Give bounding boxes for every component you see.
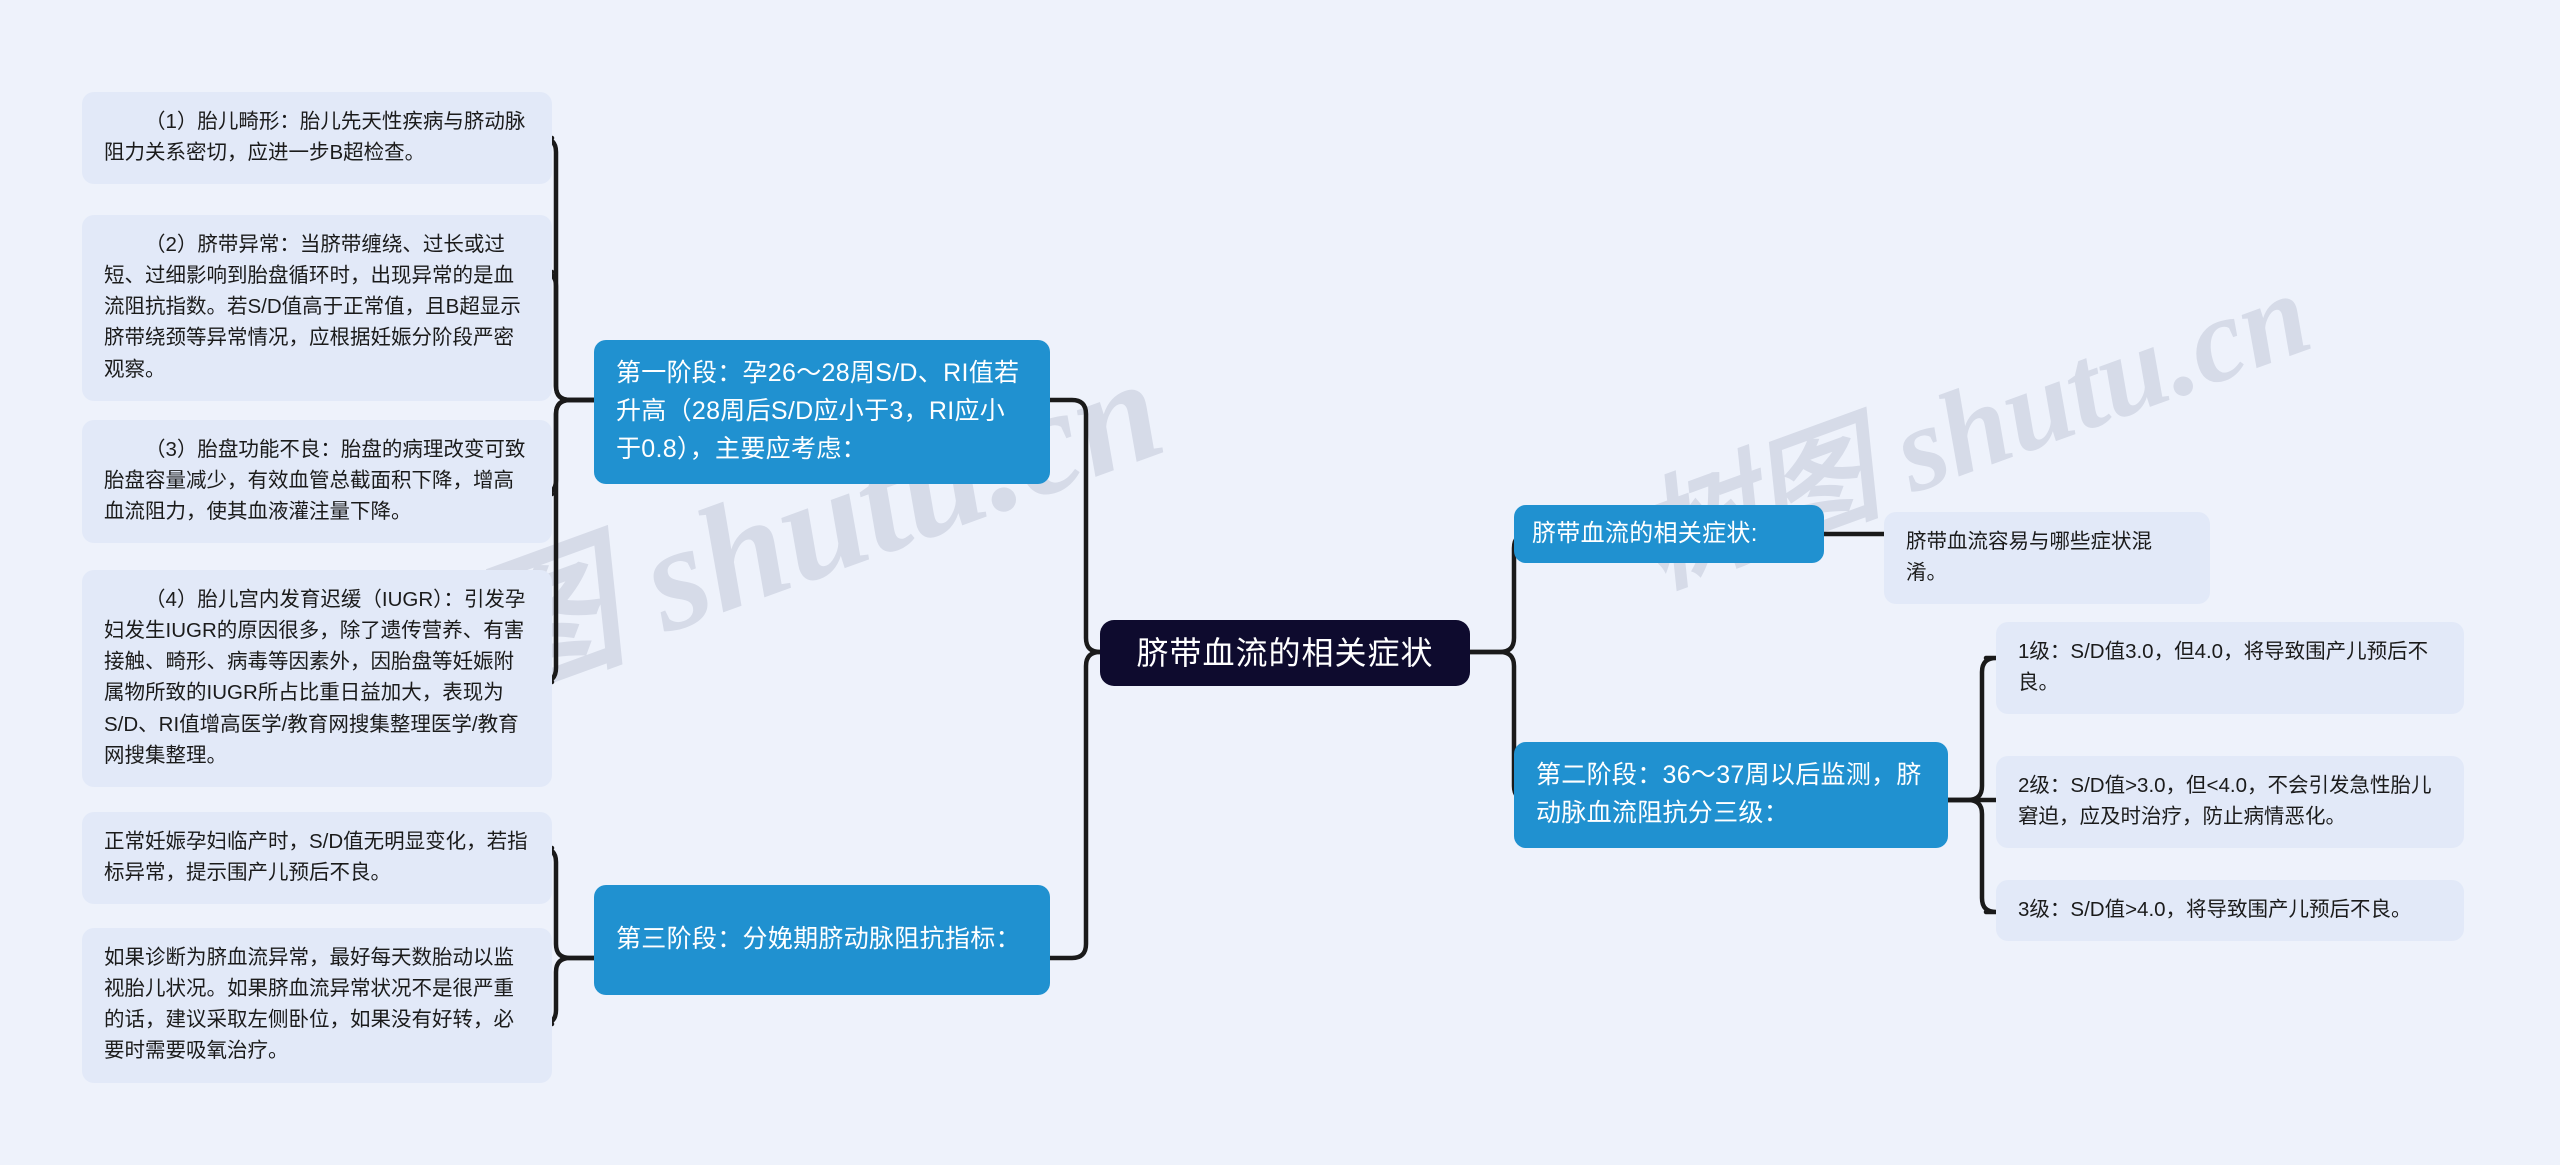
leaf-label: （3）胎盘功能不良：胎盘的病理改变可致胎盘容量减少，有效血管总截面积下降，增高血… <box>104 438 526 524</box>
branch-stage-2[interactable]: 第二阶段：36～37周以后监测，脐动脉血流阻抗分三级： <box>1514 742 1948 848</box>
list-item[interactable]: 3级：S/D值>4.0，将导致围产儿预后不良。 <box>1996 880 2464 942</box>
branch-symptoms[interactable]: 脐带血流的相关症状: <box>1514 505 1824 563</box>
root-node[interactable]: 脐带血流的相关症状 <box>1100 620 1470 686</box>
list-item[interactable]: 如果诊断为脐血流异常，最好每天数胎动以监视胎儿状况。如果脐血流异常状况不是很严重… <box>82 928 552 1083</box>
list-item[interactable]: （1）胎儿畸形：胎儿先天性疾病与脐动脉阻力关系密切，应进一步B超检查。 <box>82 92 552 185</box>
leaf-label: （1）胎儿畸形：胎儿先天性疾病与脐动脉阻力关系密切，应进一步B超检查。 <box>104 110 526 165</box>
list-item[interactable]: 1级：S/D值3.0，但4.0，将导致围产儿预后不良。 <box>1996 622 2464 715</box>
branch-label: 脐带血流的相关症状: <box>1532 519 1758 547</box>
list-item[interactable]: 正常妊娠孕妇临产时，S/D值无明显变化，若指标异常，提示围产儿预后不良。 <box>82 812 552 905</box>
leaf-label: 3级：S/D值>4.0，将导致围产儿预后不良。 <box>2018 898 2412 921</box>
leaf-label: 2级：S/D值>3.0，但<4.0，不会引发急性胎儿窘迫，应及时治疗，防止病情恶… <box>2018 774 2432 829</box>
leaf-label: 如果诊断为脐血流异常，最好每天数胎动以监视胎儿状况。如果脐血流异常状况不是很严重… <box>104 946 514 1063</box>
list-item[interactable]: 脐带血流容易与哪些症状混淆。 <box>1884 512 2210 605</box>
leaf-label: 脐带血流容易与哪些症状混淆。 <box>1906 530 2152 585</box>
leaf-label: 1级：S/D值3.0，但4.0，将导致围产儿预后不良。 <box>2018 640 2429 695</box>
list-item[interactable]: （4）胎儿宫内发育迟缓（IUGR）：引发孕妇发生IUGR的原因很多，除了遗传营养… <box>82 570 552 787</box>
branch-label: 第三阶段：分娩期脐动脉阻抗指标： <box>616 925 1021 953</box>
leaf-label: 正常妊娠孕妇临产时，S/D值无明显变化，若指标异常，提示围产儿预后不良。 <box>104 830 528 885</box>
leaf-label: （4）胎儿宫内发育迟缓（IUGR）：引发孕妇发生IUGR的原因很多，除了遗传营养… <box>104 588 526 767</box>
branch-label: 第二阶段：36～37周以后监测，脐动脉血流阻抗分三级： <box>1536 761 1922 827</box>
list-item[interactable]: （2）脐带异常：当脐带缠绕、过长或过短、过细影响到胎盘循环时，出现异常的是血流阻… <box>82 215 552 401</box>
root-label: 脐带血流的相关症状 <box>1136 634 1434 671</box>
list-item[interactable]: 2级：S/D值>3.0，但<4.0，不会引发急性胎儿窘迫，应及时治疗，防止病情恶… <box>1996 756 2464 849</box>
list-item[interactable]: （3）胎盘功能不良：胎盘的病理改变可致胎盘容量减少，有效血管总截面积下降，增高血… <box>82 420 552 544</box>
branch-stage-1[interactable]: 第一阶段：孕26～28周S/D、RI值若升高（28周后S/D应小于3，RI应小于… <box>594 340 1050 484</box>
branch-stage-3[interactable]: 第三阶段：分娩期脐动脉阻抗指标： <box>594 885 1050 995</box>
leaf-label: （2）脐带异常：当脐带缠绕、过长或过短、过细影响到胎盘循环时，出现异常的是血流阻… <box>104 233 521 381</box>
branch-label: 第一阶段：孕26～28周S/D、RI值若升高（28周后S/D应小于3，RI应小于… <box>616 359 1020 463</box>
